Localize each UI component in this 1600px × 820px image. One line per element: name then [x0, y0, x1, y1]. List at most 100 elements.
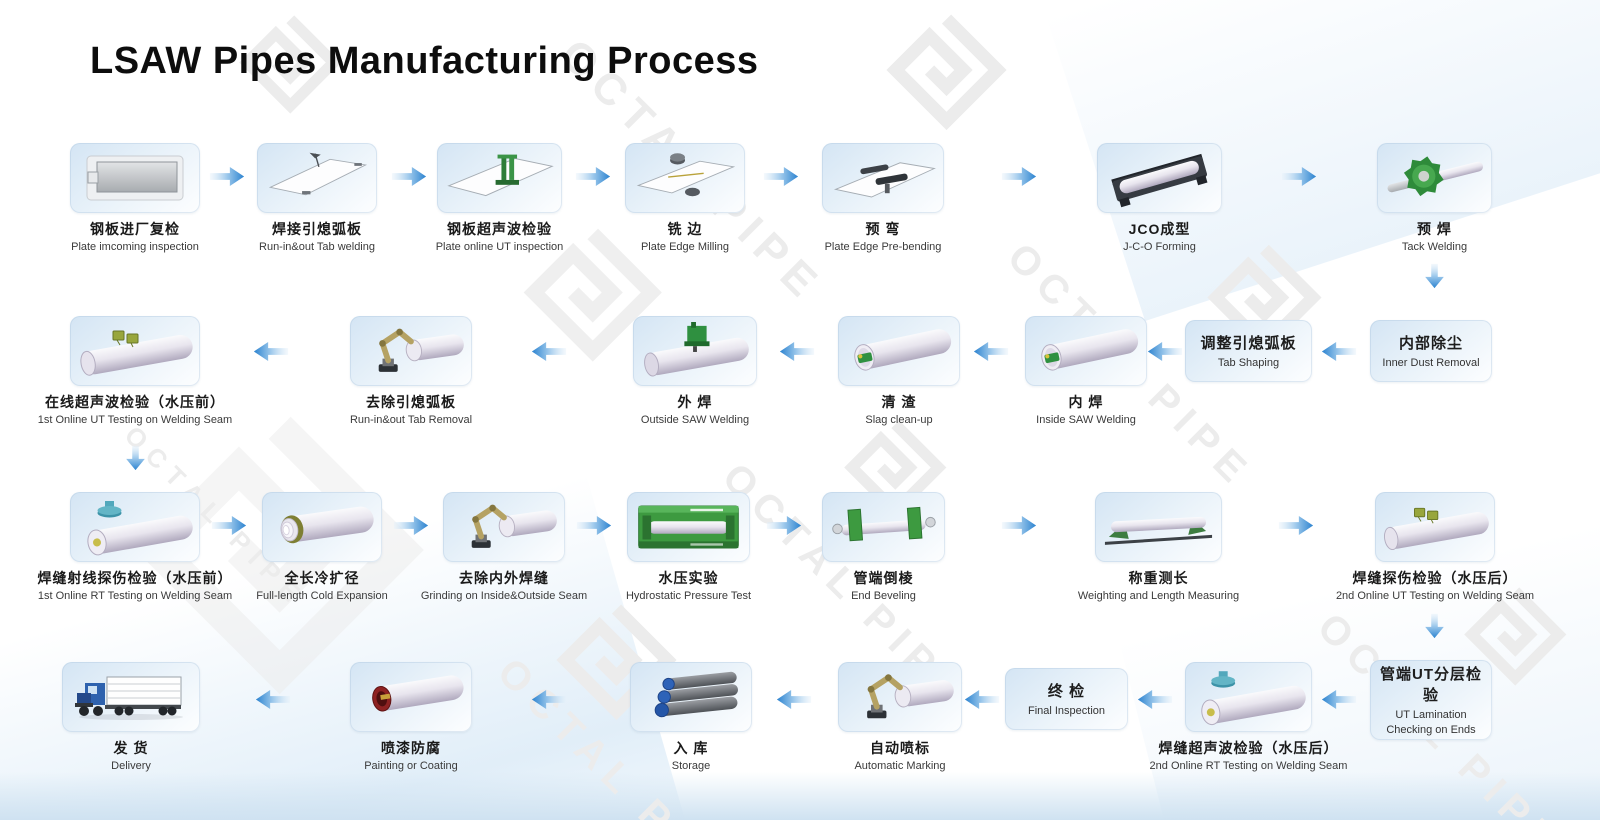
- step-label-en: Automatic Marking: [854, 760, 946, 772]
- step-online-ut-testing-1: 在线超声波检验（水压前） 1st Online UT Testing on We…: [38, 316, 232, 426]
- step-caption: JCO成型 J-C-O Forming: [1123, 219, 1196, 253]
- step-inside-saw-welding: 内 焊 Inside SAW Welding: [1025, 316, 1147, 426]
- step-label-en: Inside SAW Welding: [1036, 414, 1136, 426]
- background-bottom-strip: [0, 772, 1600, 820]
- plate-milling-heads-illustration: [629, 146, 741, 210]
- step-caption: 清 渣 Slag clean-up: [865, 392, 932, 426]
- robot-arm-pipe-illustration: [447, 495, 561, 559]
- step-hydrostatic-test: 水压实验 Hydrostatic Pressure Test: [626, 492, 751, 602]
- step-label-en: Plate Edge Pre-bending: [824, 241, 942, 253]
- pipe-seam-devices-illustration: [1379, 495, 1491, 559]
- flow-arrow-right-icon: [208, 165, 246, 188]
- step-label-en: Plate Edge Milling: [640, 241, 730, 253]
- step-label-en: Grinding on Inside&Outside Seam: [420, 590, 588, 602]
- step-ut-lamination-checking: 管端UT分层检验 UT Lamination Checking on Ends: [1370, 660, 1492, 740]
- step-caption: 喷漆防腐 Painting or Coating: [364, 738, 458, 772]
- step-painting-coating: 喷漆防腐 Painting or Coating: [350, 662, 472, 772]
- step-caption: 焊缝射线探伤检验（水压前） 1st Online RT Testing on W…: [38, 568, 233, 602]
- step-caption: 铣 边 Plate Edge Milling: [641, 219, 729, 253]
- step-label-en: End Beveling: [851, 590, 916, 602]
- step-caption: 钢板超声波检验 Plate online UT inspection: [436, 219, 564, 253]
- step-label-zh: 焊缝探伤检验（水压后）: [1352, 570, 1518, 586]
- text-card: 终 检 Final Inspection: [1005, 668, 1128, 730]
- step-tab-shaping: 调整引熄弧板 Tab Shaping: [1185, 320, 1312, 382]
- step-slag-clean-up: 清 渣 Slag clean-up: [838, 316, 960, 426]
- step-label-zh: 入 库: [673, 740, 709, 756]
- step-label-zh: 称重测长: [1128, 570, 1189, 586]
- step-storage: 入 库 Storage: [630, 662, 752, 772]
- step-label-en: UT Lamination Checking on Ends: [1386, 709, 1476, 736]
- watermark-logo-icon: [884, 0, 1025, 141]
- step-inner-dust-removal: 内部除尘 Inner Dust Removal: [1370, 320, 1492, 382]
- flow-arrow-right-icon: [575, 514, 613, 537]
- plate-ut-scanner-illustration: [441, 146, 558, 210]
- step-label-en: Weighting and Length Measuring: [1077, 590, 1240, 602]
- pipe-red-end-illustration: [354, 665, 468, 729]
- flow-arrow-left-icon: [1146, 340, 1184, 363]
- step-label-en: Full-length Cold Expansion: [256, 590, 388, 602]
- step-cold-expansion: 全长冷扩径 Full-length Cold Expansion: [256, 492, 388, 602]
- step-plate-edge-milling: 铣 边 Plate Edge Milling: [625, 143, 745, 253]
- step-label-en: Delivery: [111, 760, 151, 772]
- step-label-zh: 喷漆防腐: [381, 740, 441, 756]
- illustration-card: [257, 143, 377, 213]
- illustration-card: [627, 492, 750, 562]
- illustration-card: [437, 143, 562, 213]
- flow-arrow-left-icon: [1320, 340, 1358, 363]
- step-online-ut-testing-2: 焊缝探伤检验（水压后） 2nd Online UT Testing on Wel…: [1336, 492, 1534, 602]
- illustration-card: [838, 316, 960, 386]
- step-label-zh: 管端倒棱: [853, 570, 914, 586]
- step-caption: 焊接引熄弧板 Run-in&out Tab welding: [259, 219, 375, 253]
- illustration-card: [1095, 492, 1222, 562]
- delivery-truck-illustration: [66, 665, 196, 729]
- step-label-zh: 铣 边: [667, 221, 703, 237]
- flow-arrow-right-icon: [1000, 514, 1038, 537]
- step-online-rt-testing-2: 焊缝超声波检验（水压后） 2nd Online RT Testing on We…: [1150, 662, 1347, 772]
- page-title: LSAW Pipes Manufacturing Process: [90, 40, 759, 82]
- flow-arrow-left-icon: [254, 688, 292, 711]
- step-online-rt-testing-1: 焊缝射线探伤检验（水压前） 1st Online RT Testing on W…: [38, 492, 232, 602]
- flow-arrow-left-icon: [1320, 688, 1358, 711]
- flow-arrow-left-icon: [252, 340, 290, 363]
- step-label-en: Inner Dust Removal: [1382, 356, 1480, 369]
- step-label-en: Plate online UT inspection: [435, 241, 564, 253]
- flow-arrow-right-icon: [1277, 514, 1315, 537]
- step-caption: 水压实验 Hydrostatic Pressure Test: [626, 568, 751, 602]
- step-label-en: Tack Welding: [1401, 241, 1468, 253]
- step-label-zh: JCO成型: [1128, 221, 1191, 237]
- step-caption: 自动喷标 Automatic Marking: [854, 738, 945, 772]
- flow-arrow-right-icon: [574, 165, 612, 188]
- flow-arrow-right-icon: [392, 514, 430, 537]
- step-label-zh: 焊缝超声波检验（水压后）: [1158, 740, 1339, 756]
- step-label-en: Painting or Coating: [364, 760, 458, 772]
- step-caption: 入 库 Storage: [672, 738, 711, 772]
- illustration-card: [62, 662, 200, 732]
- flow-arrow-left-icon: [775, 688, 813, 711]
- flow-arrow-left-icon: [778, 340, 816, 363]
- robot-arm-pipe-illustration: [354, 319, 468, 383]
- step-label-zh: 预 弯: [865, 221, 901, 237]
- step-label-zh: 预 焊: [1417, 221, 1452, 237]
- pipe-expansion-head-illustration: [266, 495, 378, 559]
- step-plate-ut-inspection: 钢板超声波检验 Plate online UT inspection: [436, 143, 563, 253]
- step-label-en: Plate imcoming inspection: [71, 241, 199, 253]
- illustration-card: [443, 492, 565, 562]
- text-card: 调整引熄弧板 Tab Shaping: [1185, 320, 1312, 382]
- flow-arrow-right-icon: [210, 514, 248, 537]
- step-seam-grinding: 去除内外焊缝 Grinding on Inside&Outside Seam: [421, 492, 587, 602]
- flow-arrow-right-icon: [1000, 165, 1038, 188]
- flow-arrow-right-icon: [390, 165, 428, 188]
- flow-arrow-right-icon: [762, 165, 800, 188]
- step-label-en: 1st Online UT Testing on Welding Seam: [37, 414, 233, 426]
- flow-arrow-left-icon: [972, 340, 1010, 363]
- step-label-zh: 去除内外焊缝: [458, 570, 549, 586]
- step-delivery: 发 货 Delivery: [62, 662, 200, 772]
- step-label-en: 2nd Online RT Testing on Welding Seam: [1149, 760, 1348, 772]
- plate-bending-tools-illustration: [826, 146, 940, 210]
- hydrostatic-press-illustration: [631, 495, 746, 559]
- step-label-zh: 焊接引熄弧板: [271, 221, 362, 237]
- step-tab-removal: 去除引熄弧板 Run-in&out Tab Removal: [350, 316, 472, 426]
- jco-press-illustration: [1101, 146, 1218, 210]
- illustration-card: [70, 492, 200, 562]
- flow-arrow-down-icon: [1423, 612, 1446, 640]
